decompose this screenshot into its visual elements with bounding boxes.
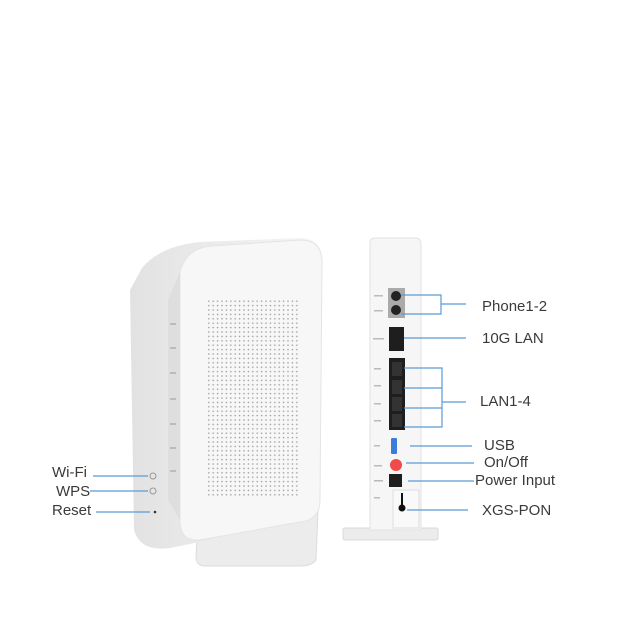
pon-cover bbox=[392, 489, 420, 529]
wps-button bbox=[149, 487, 157, 495]
led-indicators bbox=[170, 323, 176, 472]
rear-port-text-marks bbox=[373, 295, 384, 499]
lan10g-port bbox=[389, 327, 404, 351]
phone2-port bbox=[391, 305, 401, 315]
wifi-label: Wi-Fi bbox=[52, 464, 87, 481]
lan-callout bbox=[404, 367, 466, 428]
lan10g-label: 10G LAN bbox=[482, 330, 544, 347]
phone-label: Phone1-2 bbox=[482, 298, 548, 315]
usb-label: USB bbox=[484, 437, 515, 454]
usb-port bbox=[391, 438, 397, 454]
phone-callout bbox=[401, 294, 466, 315]
lan-label: LAN1-4 bbox=[480, 393, 531, 410]
router-front-view bbox=[130, 238, 323, 567]
phone1-port bbox=[391, 291, 401, 301]
pon-port bbox=[398, 504, 406, 512]
callout-lines bbox=[90, 294, 474, 513]
lan-port-openings bbox=[392, 362, 402, 427]
power-button bbox=[390, 459, 402, 471]
wps-label: WPS bbox=[56, 483, 91, 500]
power-label: Power Input bbox=[475, 472, 556, 489]
reset-pinhole bbox=[153, 510, 157, 514]
pon-label: XGS-PON bbox=[482, 502, 552, 519]
power-input-port bbox=[389, 474, 402, 487]
router-rear-view bbox=[342, 237, 439, 541]
onoff-label: On/Off bbox=[484, 454, 528, 471]
wifi-button bbox=[149, 472, 157, 480]
vent-grille bbox=[208, 298, 298, 498]
reset-label: Reset bbox=[52, 502, 92, 519]
front-bevel bbox=[168, 272, 180, 520]
